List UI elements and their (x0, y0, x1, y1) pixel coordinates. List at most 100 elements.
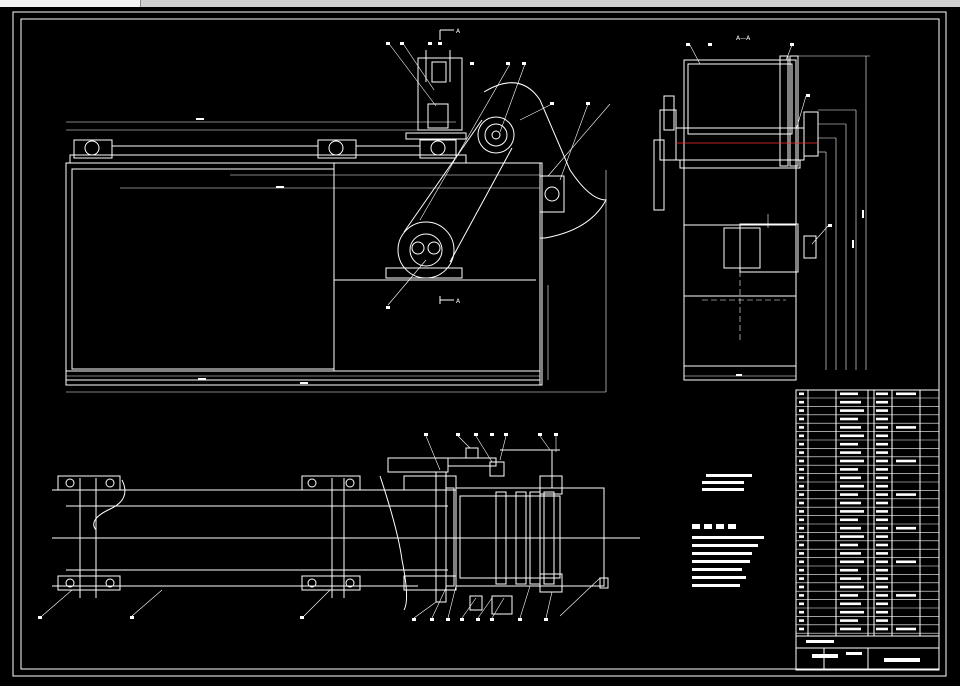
table-cell-mark (876, 594, 888, 597)
table-cell-mark (840, 501, 861, 505)
table-cell-mark (840, 619, 858, 622)
table-cell-mark (876, 585, 888, 589)
table-cell-mark (799, 501, 804, 505)
table-cell-mark (876, 442, 888, 446)
table-cell-mark (876, 602, 888, 606)
table-cell-mark (799, 510, 804, 513)
title-block-mark (812, 654, 838, 658)
table-cell-mark (876, 493, 888, 496)
table-cell-mark (840, 560, 864, 564)
table-cell-mark (876, 627, 888, 631)
table-cell-mark (896, 526, 916, 530)
inner-border (20, 18, 940, 670)
parts-list-table (795, 389, 940, 671)
table-cell-mark (840, 417, 858, 421)
table-cell-mark (896, 560, 916, 564)
table-cell-mark (799, 577, 804, 580)
table-cell-mark (876, 434, 888, 438)
table-cell-mark (840, 535, 864, 538)
table-cell-mark (876, 501, 888, 505)
table-cell-mark (840, 426, 861, 429)
technical-notes (692, 474, 764, 587)
table-cell-mark (896, 459, 916, 463)
table-cell-mark (876, 459, 888, 463)
table-cell-mark (840, 476, 861, 480)
table-cell-mark (876, 409, 888, 412)
table-cell-mark (896, 493, 916, 496)
table-cell-mark (840, 610, 864, 614)
table-cell-mark (799, 560, 804, 564)
table-cell-mark (840, 552, 861, 555)
table-cell-mark (799, 493, 804, 496)
table-cell-mark (876, 619, 888, 622)
table-cell-mark (876, 468, 888, 471)
table-cell-mark (876, 417, 888, 421)
side-view-title: A—A (736, 35, 751, 42)
table-cell-mark (799, 400, 804, 404)
table-cell-mark (840, 468, 858, 471)
outer-border (12, 11, 947, 677)
table-cell-mark (799, 468, 804, 471)
table-cell-mark (876, 426, 888, 429)
side-view: A—A (653, 35, 870, 381)
table-cell-mark (799, 459, 804, 463)
table-cell-mark (840, 510, 864, 513)
table-cell-mark (876, 510, 888, 513)
table-cell-mark (840, 568, 858, 572)
table-cell-mark (876, 552, 888, 555)
table-cell-mark (876, 392, 888, 396)
table-cell-mark (840, 526, 861, 530)
table-cell-mark (799, 484, 804, 488)
table-cell-mark (840, 493, 858, 496)
table-cell-mark (876, 568, 888, 572)
table-cell-mark (840, 484, 864, 488)
table-cell-mark (799, 434, 804, 438)
window-top-strip (0, 0, 960, 7)
table-cell-mark (840, 577, 861, 580)
table-cell-mark (799, 417, 804, 421)
title-block-mark (846, 652, 862, 655)
table-cell-mark (799, 409, 804, 412)
table-cell-mark (799, 543, 804, 547)
table-cell-mark (799, 552, 804, 555)
table-cell-mark (876, 577, 888, 580)
front-view: A A (65, 28, 611, 393)
table-cell-mark (840, 409, 864, 412)
table-cell-mark (840, 594, 858, 597)
table-cell-mark (799, 627, 804, 631)
table-cell-mark (896, 594, 916, 597)
table-cell-mark (799, 619, 804, 622)
title-block-mark (884, 658, 920, 662)
table-cell-mark (876, 484, 888, 488)
section-mark-top: A (456, 28, 461, 35)
window-tab[interactable] (0, 0, 141, 7)
table-cell-mark (876, 526, 888, 530)
table-cell-mark (876, 543, 888, 547)
table-cell-mark (876, 610, 888, 614)
table-cell-mark (876, 518, 888, 522)
table-cell-mark (876, 560, 888, 564)
table-cell-mark (840, 627, 861, 631)
table-cell-mark (840, 518, 858, 522)
table-cell-mark (840, 585, 864, 589)
table-cell-mark (876, 400, 888, 404)
title-block-mark (806, 640, 834, 643)
table-cell-mark (799, 476, 804, 480)
table-cell-mark (799, 568, 804, 572)
table-cell-mark (876, 451, 888, 454)
section-mark-bottom: A (456, 298, 461, 305)
table-cell-mark (840, 602, 861, 606)
table-cell-mark (799, 392, 804, 396)
table-cell-mark (799, 585, 804, 589)
table-cell-mark (799, 442, 804, 446)
table-cell-mark (799, 451, 804, 454)
table-cell-mark (896, 392, 916, 396)
table-cell-mark (896, 426, 916, 429)
table-cell-mark (799, 594, 804, 597)
table-cell-mark (896, 627, 916, 631)
table-cell-mark (840, 451, 861, 454)
table-cell-mark (840, 543, 858, 547)
table-cell-mark (799, 602, 804, 606)
table-cell-mark (840, 392, 858, 396)
